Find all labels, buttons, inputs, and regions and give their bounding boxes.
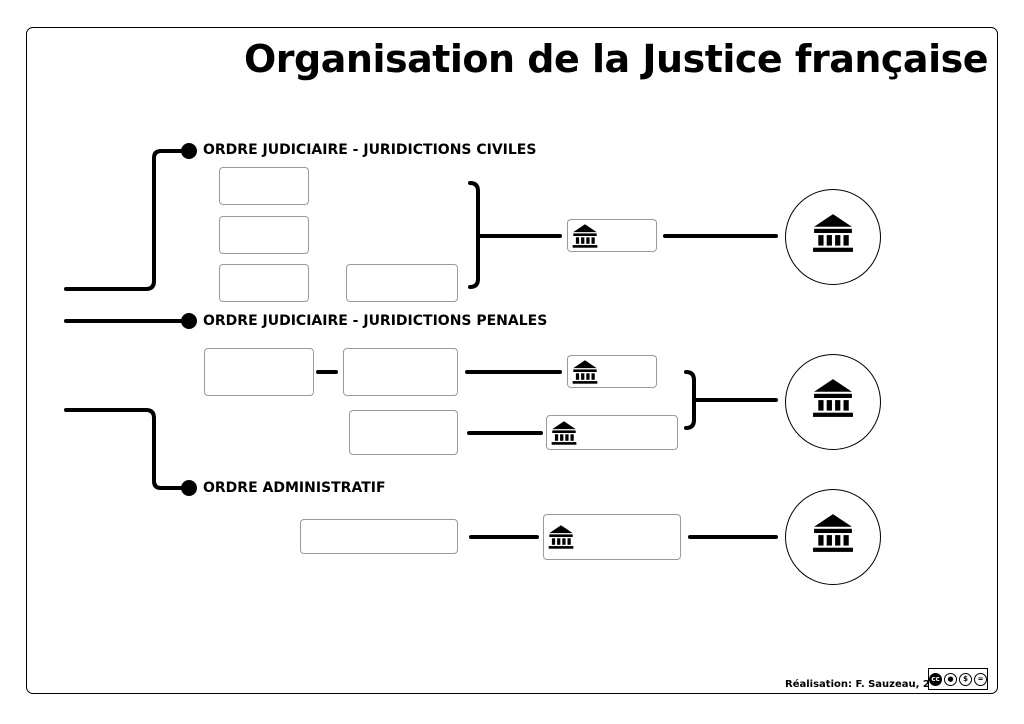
civil-court-box-2[interactable] bbox=[219, 216, 309, 254]
courthouse-icon bbox=[572, 223, 598, 249]
penal-court-box-1[interactable] bbox=[204, 348, 314, 396]
courthouse-icon bbox=[812, 512, 854, 554]
civil-court-box-1[interactable] bbox=[219, 167, 309, 205]
admin-supreme-court-circle[interactable] bbox=[785, 489, 881, 585]
civil-appeal-box[interactable] bbox=[567, 219, 657, 252]
courthouse-icon bbox=[572, 359, 598, 385]
creative-commons-icon: cc ● $ = bbox=[928, 668, 988, 690]
penal-section-label: ORDRE JUDICIAIRE - JURIDICTIONS PENALES bbox=[203, 313, 548, 329]
by-symbol-icon: ● bbox=[944, 672, 957, 686]
page-title: Organisation de la Justice française bbox=[244, 37, 989, 81]
civil-section-label: ORDRE JUDICIAIRE - JURIDICTIONS CIVILES bbox=[203, 142, 537, 158]
nc-symbol: $ bbox=[959, 672, 972, 686]
admin-branch-line bbox=[64, 408, 190, 490]
page-frame bbox=[26, 27, 998, 694]
penal-court-box-2[interactable] bbox=[343, 348, 458, 396]
cc-symbol: cc bbox=[929, 672, 942, 686]
sa-symbol: = bbox=[974, 672, 987, 686]
penal-appeal-box-2[interactable] bbox=[546, 415, 678, 450]
admin-bullet bbox=[181, 480, 197, 496]
courthouse-icon bbox=[812, 377, 854, 419]
civil-court-box-4[interactable] bbox=[346, 264, 458, 302]
admin-section-label: ORDRE ADMINISTRATIF bbox=[203, 480, 386, 496]
penal-court-box-3[interactable] bbox=[349, 410, 458, 455]
admin-court-box-1[interactable] bbox=[300, 519, 458, 554]
courthouse-icon bbox=[812, 212, 854, 254]
admin-appeal-box[interactable] bbox=[543, 514, 681, 560]
courthouse-icon bbox=[551, 420, 577, 446]
civil-bullet bbox=[181, 143, 197, 159]
penal-bullet bbox=[181, 313, 197, 329]
penal-supreme-court-circle[interactable] bbox=[785, 354, 881, 450]
civil-branch-line bbox=[64, 149, 190, 291]
penal-appeal-box-1[interactable] bbox=[567, 355, 657, 388]
credit-text: Réalisation: F. Sauzeau, 2019 bbox=[785, 679, 951, 690]
civil-court-box-3[interactable] bbox=[219, 264, 309, 302]
courthouse-icon bbox=[548, 524, 574, 550]
civil-supreme-court-circle[interactable] bbox=[785, 189, 881, 285]
